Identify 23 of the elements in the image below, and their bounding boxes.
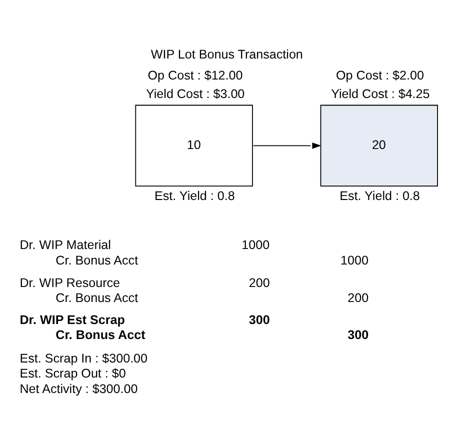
label: 200 [348, 291, 369, 306]
label: Cr. Bonus Acct [56, 291, 138, 306]
label: Cr. Bonus Acct [56, 328, 146, 342]
label: Dr. WIP Resource [20, 276, 120, 290]
label: 300 [348, 328, 369, 342]
label: 300 [248, 312, 270, 327]
label: Est. Scrap Out : $0 [20, 366, 126, 381]
node-label: Est. Yield : 0.8 [154, 188, 235, 203]
label: Cr. Bonus Acct [56, 253, 138, 268]
label: 200 [248, 276, 270, 290]
node-label: Op Cost : $2.00 [336, 68, 424, 82]
node-label: Yield Cost : $3.00 [146, 87, 245, 102]
label: Dr. WIP Material [20, 238, 111, 252]
node-label: Op Cost : $12.00 [148, 68, 243, 82]
arrow [252, 142, 322, 149]
label: 1000 [340, 253, 368, 268]
label: Dr. WIP Est Scrap [20, 312, 125, 327]
label: Est. Scrap In : $300.00 [20, 351, 148, 366]
label: Net Activity : $300.00 [20, 382, 138, 396]
label: 1000 [242, 238, 270, 252]
node-label: Yield Cost : $4.25 [331, 87, 430, 102]
node-label: Est. Yield : 0.8 [340, 188, 420, 203]
diagram-title: WIP Lot Bonus Transaction [150, 47, 303, 62]
